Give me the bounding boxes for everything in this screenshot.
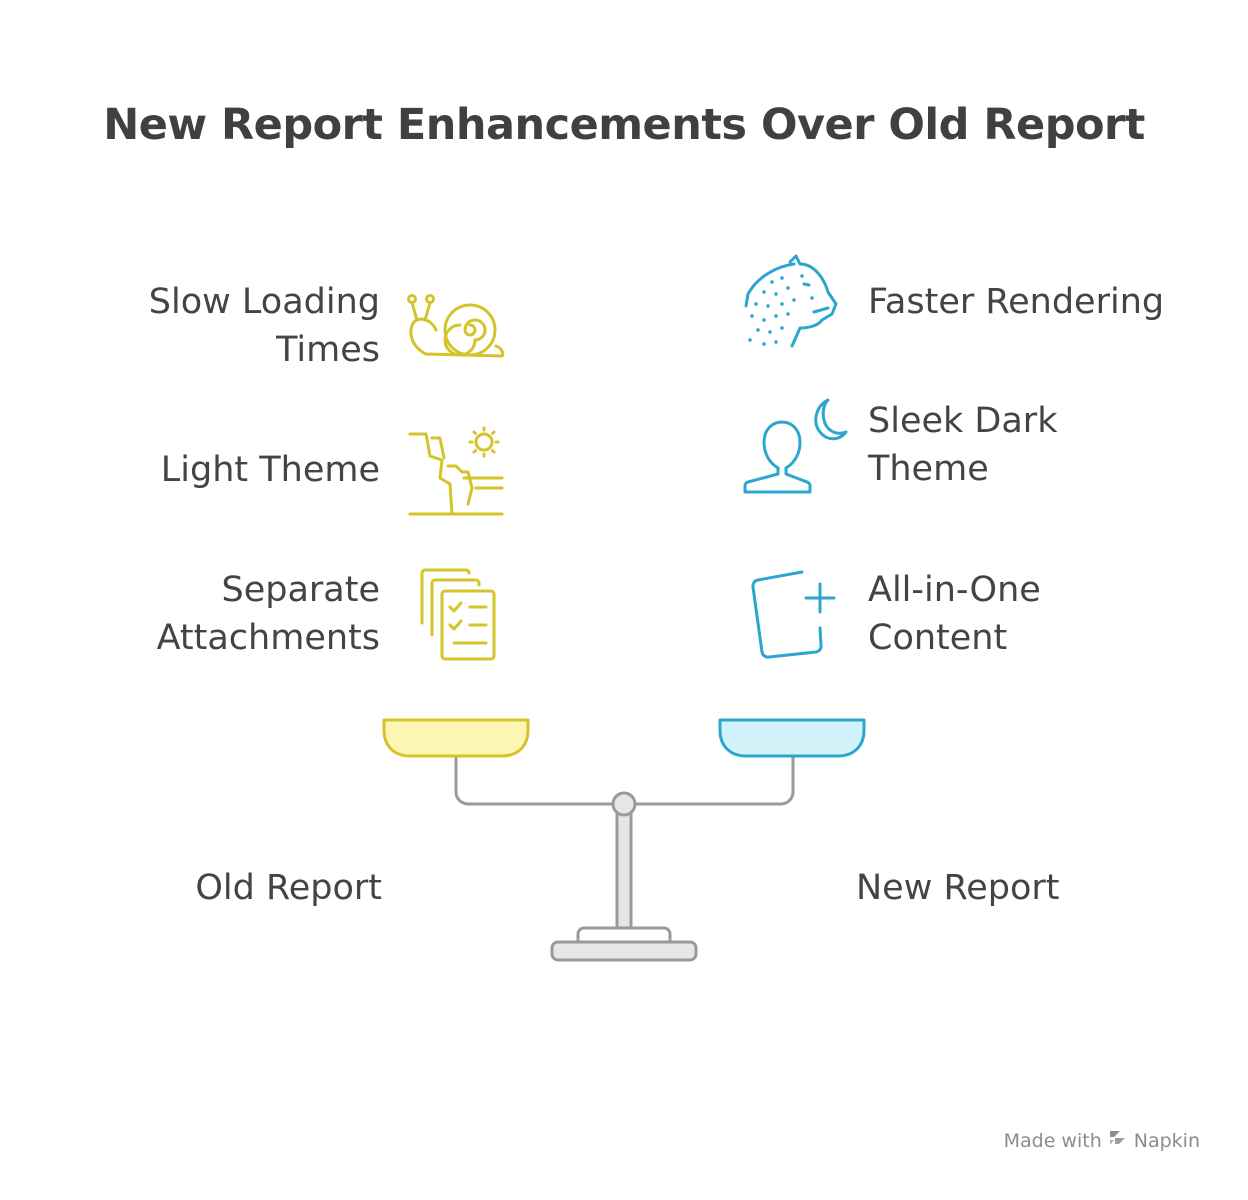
snail-icon xyxy=(404,290,508,362)
old-report-label: Old Report xyxy=(195,868,382,908)
napkin-logo-icon xyxy=(1108,1128,1128,1153)
made-with-footer: Made with Napkin xyxy=(1004,1128,1200,1153)
person-moon-icon xyxy=(742,398,848,496)
new-report-label: New Report xyxy=(856,868,1060,908)
scale-base xyxy=(550,940,698,962)
new-item-all-in-one-label: All-in-One Content xyxy=(868,570,1041,658)
scale-post xyxy=(615,806,633,930)
stacked-checklists-icon xyxy=(414,567,498,663)
new-item-dark-theme-label: Sleek Dark Theme xyxy=(868,401,1058,489)
old-item-separate-attachments-label: Separate Attachments xyxy=(156,570,380,658)
new-item-faster-rendering-label: Faster Rendering xyxy=(868,282,1165,322)
napkin-brand-text: Napkin xyxy=(1133,1129,1200,1152)
made-with-text: Made with xyxy=(1003,1129,1102,1152)
page-title: New Report Enhancements Over Old Report xyxy=(103,100,1145,150)
scale-pivot xyxy=(611,791,637,817)
card-plus-icon xyxy=(744,566,840,662)
sunny-cliff-icon xyxy=(406,426,506,520)
balance-scale xyxy=(370,700,880,975)
old-report-pan xyxy=(382,718,530,758)
old-item-light-theme-label: Light Theme xyxy=(160,450,380,490)
old-item-slow-loading-label: Slow Loading Times xyxy=(148,282,380,370)
cheetah-icon xyxy=(742,254,842,350)
new-report-pan xyxy=(718,718,866,758)
